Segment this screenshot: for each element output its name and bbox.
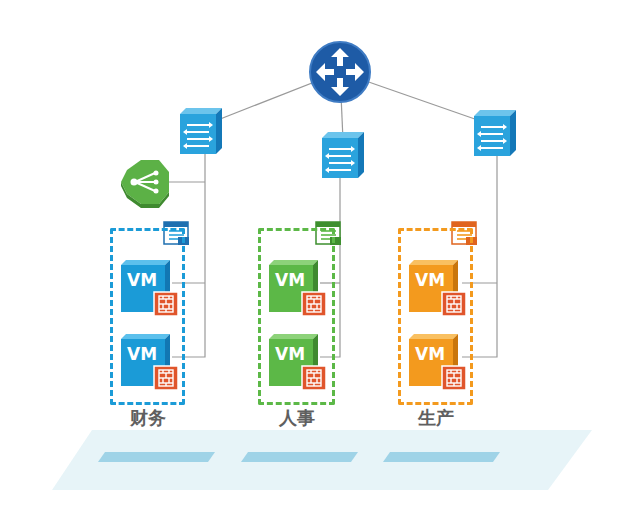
- vm-label: VM: [275, 344, 306, 364]
- policy-icon: [316, 222, 341, 245]
- virtual-machine: VM: [409, 334, 458, 386]
- vm-label: VM: [415, 270, 446, 290]
- virtual-machine: VM: [121, 260, 170, 312]
- virtual-machine: VM: [269, 334, 318, 386]
- switch-icon: [180, 108, 222, 154]
- vm-label: VM: [127, 344, 158, 364]
- platform-bar: [383, 452, 500, 462]
- firewall-badge: [302, 366, 326, 390]
- group-label: 人事: [279, 406, 315, 430]
- tenant-group: 生产VMVM: [398, 228, 473, 405]
- virtual-machine: VM: [121, 334, 170, 386]
- vm-label: VM: [415, 344, 446, 364]
- tenant-group: 人事VMVM: [258, 228, 335, 405]
- tenant-group: 财务VMVM: [110, 228, 185, 405]
- platform-bar: [98, 452, 215, 462]
- virtual-machine: VM: [269, 260, 318, 312]
- platform-base: [52, 430, 592, 490]
- group-label: 财务: [130, 406, 166, 430]
- vm-label: VM: [127, 270, 158, 290]
- firewall-badge: [154, 292, 178, 316]
- virtual-machine: VM: [409, 260, 458, 312]
- load-balancer-icon: [121, 160, 169, 208]
- firewall-badge: [442, 292, 466, 316]
- router-icon: [310, 42, 370, 102]
- vm-label: VM: [275, 270, 306, 290]
- group-label: 生产: [418, 406, 454, 430]
- platform-bar: [241, 452, 358, 462]
- switch-icon: [474, 110, 516, 156]
- firewall-badge: [154, 366, 178, 390]
- policy-icon: [452, 222, 477, 245]
- policy-icon: [164, 222, 189, 245]
- switch-icon: [322, 132, 364, 178]
- firewall-badge: [302, 292, 326, 316]
- firewall-badge: [442, 366, 466, 390]
